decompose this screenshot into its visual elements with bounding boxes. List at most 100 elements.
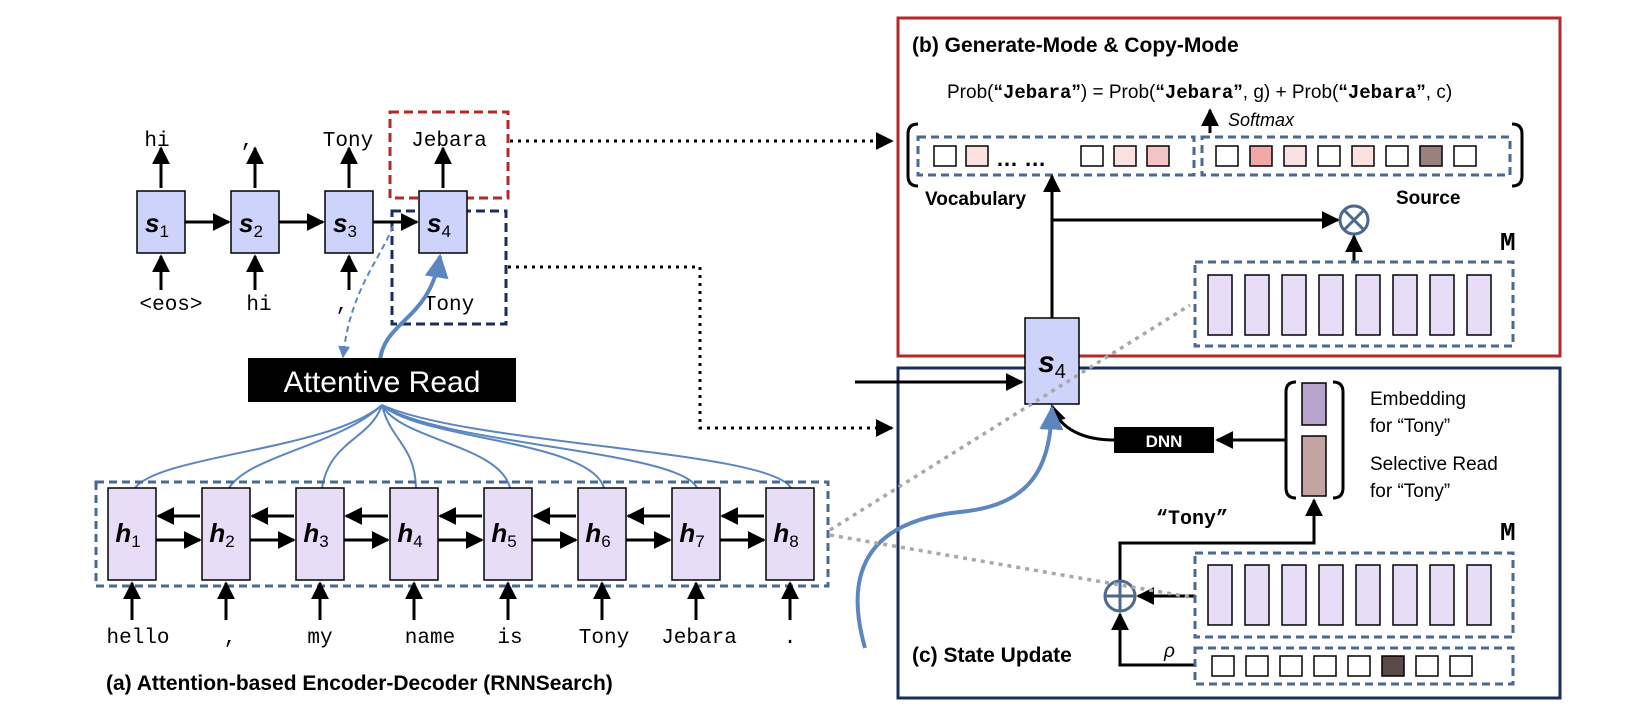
memory-cell bbox=[1466, 274, 1492, 336]
source-cell bbox=[1385, 145, 1409, 167]
vocab-cell bbox=[1080, 145, 1104, 167]
selective-read-label: Selective Read for “Tony” bbox=[1370, 454, 1503, 502]
encoder-state-label: h8 bbox=[773, 518, 798, 551]
attention-curve bbox=[381, 404, 417, 489]
attention-weights bbox=[134, 404, 792, 489]
encoder-state bbox=[389, 487, 439, 581]
source-box bbox=[1200, 135, 1512, 177]
multiply-operator-stroke bbox=[1342, 208, 1366, 232]
source-cell bbox=[1317, 145, 1341, 167]
memory-box-c bbox=[1193, 551, 1515, 639]
encoder-state bbox=[483, 487, 533, 581]
encoder-inputs: hello , my name is Tony Jebara . bbox=[106, 627, 796, 650]
source-cell bbox=[1419, 145, 1443, 167]
encoder-input-word: Tony bbox=[579, 627, 629, 650]
memory-cell bbox=[1466, 564, 1492, 626]
encoder-input-word: . bbox=[784, 627, 797, 650]
memory-label-c: M bbox=[1500, 518, 1516, 548]
attentive-read-block bbox=[248, 358, 516, 402]
vocabulary-label: Vocabulary bbox=[925, 189, 1026, 210]
decoder-input-word: hi bbox=[246, 294, 271, 317]
encoder-state-label: h1 bbox=[115, 518, 140, 551]
encoder-state bbox=[671, 487, 721, 581]
location-cell bbox=[1313, 655, 1337, 677]
source-cell bbox=[1351, 145, 1375, 167]
dnn-to-s4-arrow bbox=[1048, 404, 1115, 442]
memory-box-b bbox=[1193, 260, 1515, 348]
memory-cell bbox=[1355, 274, 1381, 336]
softmax-label: Softmax bbox=[1228, 110, 1295, 130]
encoder-state bbox=[577, 487, 627, 581]
encoder-states: h1 h2 h3 h4 h5 h6 h7 h8 bbox=[107, 487, 815, 581]
attention-curve bbox=[228, 404, 383, 489]
memory-cells-c bbox=[1207, 564, 1492, 626]
attentive-read-label: Attentive Read bbox=[284, 366, 481, 399]
location-vector-box bbox=[1193, 646, 1515, 686]
panel-c-title: (c) State Update bbox=[912, 644, 1072, 667]
encoder-input-word: Jebara bbox=[661, 627, 737, 650]
vocab-cell bbox=[933, 145, 957, 167]
memory-cell bbox=[1318, 564, 1344, 626]
source-cell bbox=[1453, 145, 1477, 167]
attention-curve bbox=[381, 404, 511, 489]
output-probability-equation: Prob(“Jebara”) = Prob(“Jebara”, g) + Pro… bbox=[947, 82, 1452, 104]
left-bracket bbox=[906, 122, 919, 188]
decoder-outputs: hi , Tony Jebara bbox=[144, 130, 487, 188]
vocab-cell bbox=[1113, 145, 1137, 167]
location-cell bbox=[1449, 655, 1473, 677]
embedding-vector bbox=[1301, 382, 1327, 426]
decoder-output-word: hi bbox=[144, 130, 169, 153]
location-cell bbox=[1347, 655, 1371, 677]
encoder-input-word: is bbox=[497, 627, 522, 650]
selective-read-vector bbox=[1301, 435, 1327, 497]
rho-label: ρ bbox=[1163, 641, 1175, 662]
encoder-state-label: h7 bbox=[679, 518, 704, 551]
encoder-input-arrows bbox=[123, 581, 799, 620]
decoder-output-word: , bbox=[241, 130, 254, 153]
encoder-bidirectional-arrows bbox=[156, 507, 766, 549]
memory-cell bbox=[1244, 564, 1270, 626]
panel-b-frame bbox=[896, 16, 1562, 358]
oplus-to-selective-read-arrow bbox=[1118, 498, 1323, 582]
decoder-output-word: Tony bbox=[323, 130, 373, 153]
memory-cell bbox=[1392, 564, 1418, 626]
encoder-input-word: name bbox=[405, 627, 455, 650]
memory-cell bbox=[1429, 564, 1455, 626]
tony-label: “Tony” bbox=[1156, 508, 1228, 531]
location-cell bbox=[1245, 655, 1269, 677]
attention-curve bbox=[321, 404, 383, 489]
decoder-output-word: Jebara bbox=[411, 130, 487, 153]
attentive-read-curve-to-s4 bbox=[855, 405, 1064, 649]
decoder-states: s1 s2 s3 s4 bbox=[136, 190, 468, 254]
encoder-frame bbox=[94, 480, 830, 588]
h8-to-memory-b-dots bbox=[829, 303, 1191, 532]
decoder-input-word: Tony bbox=[424, 294, 474, 317]
s3-to-attentive-read-dashed bbox=[338, 225, 394, 359]
embedding-label: Embedding for “Tony” bbox=[1370, 389, 1471, 437]
attention-curve bbox=[134, 404, 383, 489]
encoder-state-label: h2 bbox=[209, 518, 234, 551]
panel-a-caption: (a) Attention-based Encoder-Decoder (RNN… bbox=[106, 672, 613, 695]
generate-copy-highlight bbox=[388, 110, 510, 200]
embedding-left-bracket bbox=[1284, 380, 1297, 500]
encoder-input-word: , bbox=[224, 627, 237, 650]
memory-cell bbox=[1429, 274, 1455, 336]
memory-cell bbox=[1355, 564, 1381, 626]
dnn-label: DNN bbox=[1146, 432, 1183, 451]
decoder-input-word: , bbox=[336, 294, 349, 317]
to-panel-c-dotted-arrow bbox=[508, 265, 894, 437]
vocab-cell bbox=[1146, 145, 1170, 167]
vocab-ellipsis: … … bbox=[996, 146, 1046, 171]
decoder-state-label: s2 bbox=[239, 208, 263, 241]
memory-cells-b bbox=[1207, 274, 1492, 336]
encoder-state bbox=[295, 487, 345, 581]
encoder-input-word: my bbox=[307, 627, 332, 650]
location-cell bbox=[1211, 655, 1235, 677]
memory-cell bbox=[1207, 274, 1233, 336]
center-state-label: s4 bbox=[1038, 346, 1066, 383]
encoder-state bbox=[107, 487, 157, 581]
attention-curve bbox=[381, 404, 605, 489]
panel-b-title: (b) Generate-Mode & Copy-Mode bbox=[912, 34, 1239, 57]
vocab-cell bbox=[965, 145, 989, 167]
